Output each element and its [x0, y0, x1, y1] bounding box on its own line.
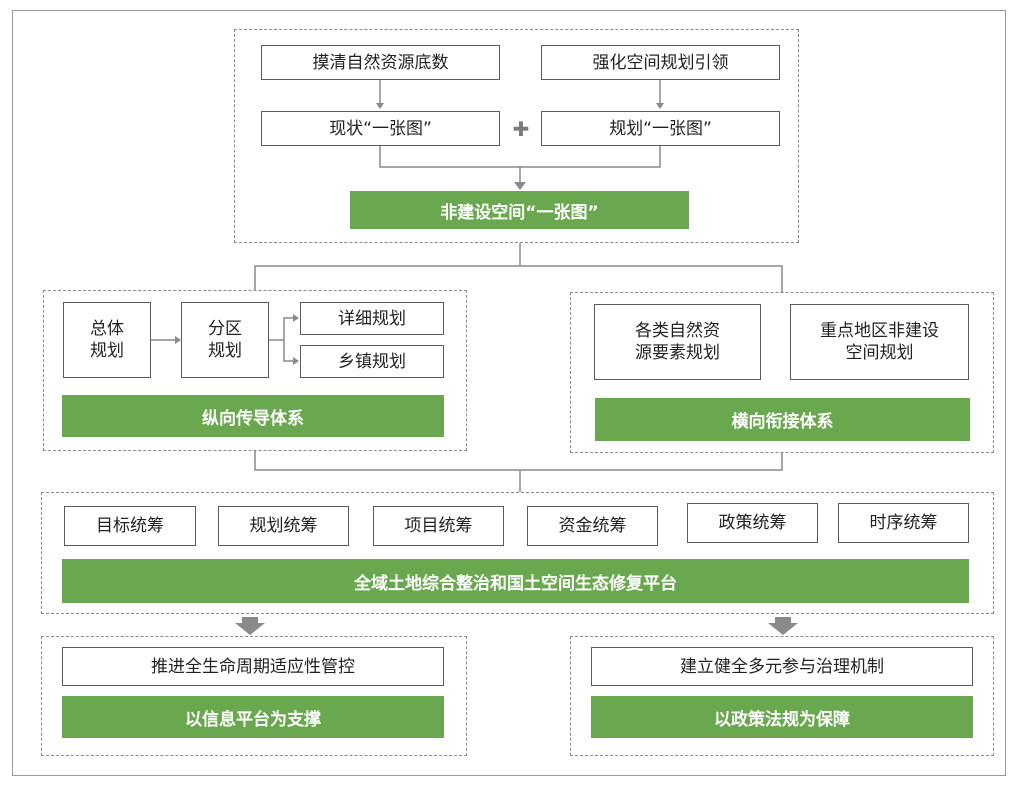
- box-current-map: 现状“一张图”: [261, 111, 500, 146]
- box-key-area-plans: 重点地区非建设 空间规划: [790, 304, 969, 380]
- box-town-plan: 乡镇规划: [300, 345, 444, 378]
- box-planning-map: 规划“一张图”: [541, 111, 780, 146]
- box-strengthen-planning: 强化空间规划引领: [541, 45, 780, 80]
- box-timing-coordination: 时序统筹: [838, 503, 969, 543]
- box-district-plan: 分区 规划: [181, 302, 269, 378]
- platform-section: [41, 492, 994, 614]
- plus-icon: ✚: [512, 117, 530, 141]
- vertical-section: [43, 290, 467, 451]
- box-detail-plan: 详细规划: [300, 302, 444, 335]
- box-governance-mechanism: 建立健全多元参与治理机制: [591, 647, 973, 686]
- top-section: [234, 29, 799, 243]
- box-lifecycle-control: 推进全生命周期适应性管控: [62, 647, 444, 686]
- diagram-frame: [12, 10, 1006, 776]
- box-goal-coordination: 目标统筹: [64, 506, 196, 546]
- box-fund-coordination: 资金统筹: [527, 506, 658, 546]
- bottom-right-section: [570, 636, 994, 756]
- box-project-coordination: 项目统筹: [373, 506, 504, 546]
- box-planning-coordination: 规划统筹: [218, 506, 349, 546]
- bottom-left-section: [41, 636, 467, 756]
- box-overall-plan: 总体 规划: [63, 302, 151, 378]
- box-survey-resources: 摸清自然资源底数: [261, 45, 500, 80]
- horizontal-system-bar: 横向衔接体系: [595, 398, 970, 441]
- box-resource-plans: 各类自然资 源要素规划: [594, 304, 761, 380]
- horizontal-section: [570, 292, 994, 453]
- platform-bar: 全域土地综合整治和国土空间生态修复平台: [62, 559, 969, 603]
- policy-law-bar: 以政策法规为保障: [591, 696, 973, 738]
- info-platform-bar: 以信息平台为支撑: [62, 696, 444, 738]
- vertical-system-bar: 纵向传导体系: [62, 395, 444, 437]
- non-construction-map-bar: 非建设空间“一张图”: [350, 191, 689, 229]
- box-policy-coordination: 政策统筹: [687, 503, 818, 543]
